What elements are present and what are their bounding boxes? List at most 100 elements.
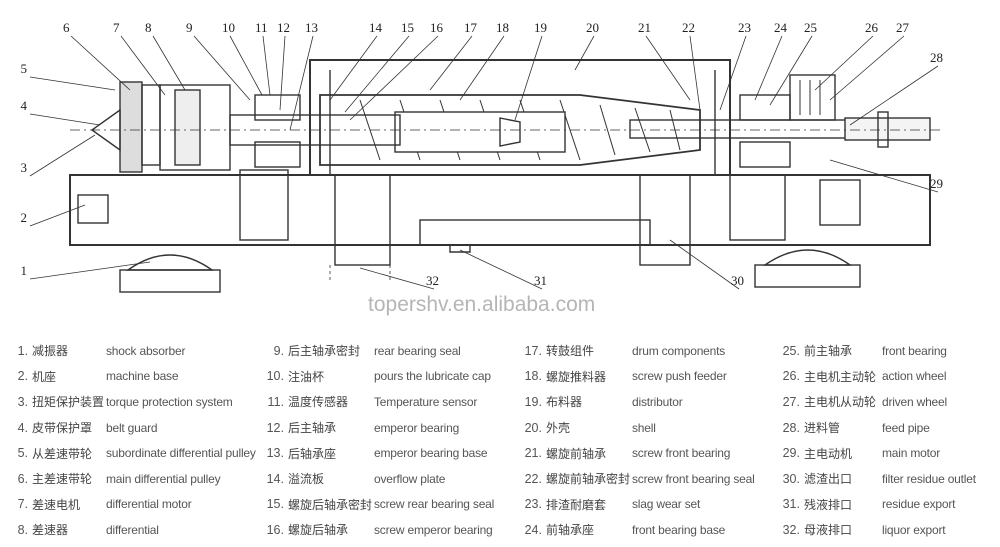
legend-number: 6.: [17, 471, 28, 486]
callout-label: 19: [534, 20, 547, 35]
legend-english-label: Temperature sensor: [374, 394, 478, 409]
legend-number: 10.: [266, 369, 284, 384]
leader-line: [349, 35, 439, 121]
shock-absorber-left: [119, 254, 221, 293]
leader-line: [344, 35, 410, 113]
main-differential-pulley: [119, 81, 143, 173]
leader-line: [754, 35, 783, 101]
legend-chinese-label: 主电机从动轮: [804, 395, 877, 410]
legend-number: 1.: [17, 343, 28, 358]
callout-label: 20: [586, 20, 599, 35]
callout-label: 7: [113, 20, 120, 35]
legend-english-label: liquor export: [882, 522, 946, 537]
legend-english-label: belt guard: [106, 420, 158, 435]
legend-chinese-label: 螺旋前轴承: [546, 446, 607, 461]
legend-chinese-label: 布料器: [546, 395, 583, 410]
legend-english-label: feed pipe: [882, 420, 930, 435]
legend-number: 16.: [266, 522, 284, 537]
leader-line: [514, 35, 543, 121]
legend-number: 30.: [782, 471, 800, 486]
leader-line: [152, 35, 186, 91]
legend-number: 17.: [524, 343, 542, 358]
legend-chinese-label: 注油杯: [288, 369, 325, 384]
callout-label: 8: [145, 20, 152, 35]
leader-line: [719, 35, 747, 111]
leader-line: [279, 35, 286, 111]
leader-line: [329, 35, 378, 101]
legend-chinese-label: 温度传感器: [288, 395, 349, 410]
callout-label: 13: [305, 20, 318, 35]
leader-line: [829, 159, 939, 193]
leader-line: [29, 76, 116, 91]
legend-number: 14.: [266, 471, 284, 486]
leader-line: [459, 249, 543, 290]
leader-line: [29, 204, 86, 227]
legend-item: 30. 滤渣出口 filter residue outlet: [774, 466, 994, 492]
legend-number: 27.: [782, 394, 800, 409]
callout-label: 11: [255, 20, 268, 35]
legend-chinese-label: 主电机主动轮: [804, 369, 877, 384]
callout-label: 5: [21, 61, 28, 76]
legend-chinese-label: 转鼓组件: [546, 344, 595, 359]
legend-english-label: machine base: [106, 369, 179, 384]
callout-label: 16: [430, 20, 444, 35]
legend-chinese-label: 滤渣出口: [804, 472, 853, 487]
legend-english-label: emperor bearing base: [374, 446, 488, 461]
callout-label: 21: [638, 20, 651, 35]
legend-number: 15.: [266, 497, 284, 512]
legend-english-label: slag wear set: [632, 497, 701, 512]
leader-line: [669, 239, 740, 290]
leader-line: [193, 35, 251, 101]
legend-english-label: differential motor: [106, 497, 192, 512]
leader-line: [574, 35, 595, 71]
legend-number: 22.: [524, 471, 542, 486]
legend-english-label: filter residue outlet: [882, 471, 976, 486]
callout-label: 26: [865, 20, 879, 35]
legend-english-label: rear bearing seal: [374, 343, 461, 358]
drum: [319, 94, 701, 166]
legend-english-label: shock absorber: [106, 343, 186, 358]
shock-absorber-right: [754, 249, 861, 288]
legend-english-label: differential: [106, 522, 159, 537]
legend-number: 21.: [524, 446, 542, 461]
callout-label: 24: [774, 20, 788, 35]
legend-chinese-label: 母液排口: [804, 523, 853, 538]
legend-english-label: front bearing: [882, 343, 947, 358]
legend-chinese-label: 后主轴承: [288, 421, 337, 436]
callout-label: 10: [222, 20, 235, 35]
callout-label: 25: [804, 20, 817, 35]
legend-chinese-label: 螺旋推料器: [546, 369, 607, 384]
machine-drawing: [69, 59, 940, 293]
legend-number: 26.: [782, 369, 800, 384]
legend-chinese-label: 后主轴承密封: [288, 344, 361, 359]
legend-number: 18.: [524, 369, 542, 384]
legend-number: 28.: [782, 420, 800, 435]
legend-english-label: front bearing base: [632, 522, 726, 537]
callout-leaders: [29, 35, 939, 290]
leader-line: [814, 35, 874, 91]
legend-number: 7.: [17, 497, 28, 512]
callout-label: 1: [21, 263, 28, 278]
legend-chinese-label: 螺旋后轴承: [288, 523, 349, 538]
legend-number: 23.: [524, 497, 542, 512]
legend-english-label: overflow plate: [374, 471, 446, 486]
callout-label: 30: [731, 273, 744, 288]
legend-chinese-label: 皮带保护罩: [32, 421, 93, 436]
legend-number: 3.: [17, 394, 28, 409]
legend-english-label: torque protection system: [106, 394, 233, 409]
legend-chinese-label: 残液排口: [804, 497, 853, 512]
legend-english-label: screw rear bearing seal: [374, 497, 495, 512]
